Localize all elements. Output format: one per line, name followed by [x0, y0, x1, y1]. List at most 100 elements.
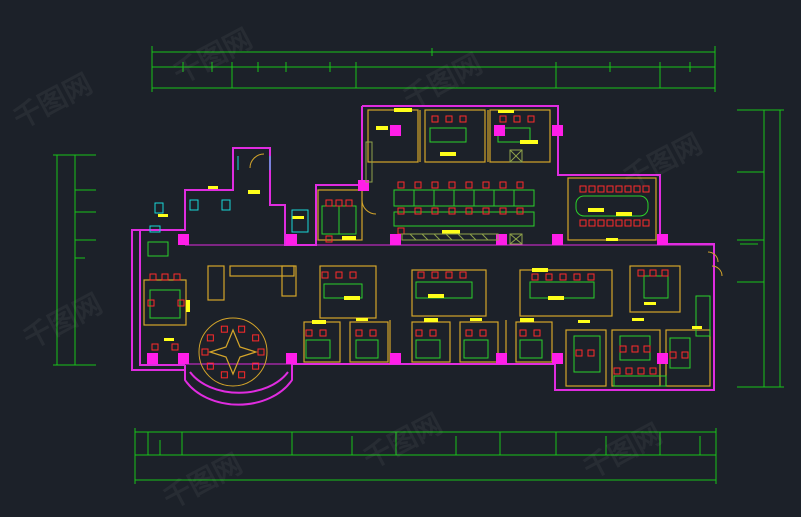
chair — [335, 199, 343, 207]
chair — [465, 329, 473, 337]
chair — [201, 348, 209, 356]
chair — [637, 367, 645, 375]
chair — [637, 269, 645, 277]
chair — [149, 273, 157, 281]
chair — [414, 207, 422, 215]
chair — [625, 367, 633, 375]
chair — [220, 371, 228, 379]
chair — [257, 348, 265, 356]
chair — [465, 207, 473, 215]
chair — [624, 219, 632, 227]
chair — [321, 271, 329, 279]
chair — [597, 219, 605, 227]
label-blocks — [158, 108, 702, 341]
chair — [151, 343, 159, 351]
chair — [397, 207, 405, 215]
chair — [613, 367, 621, 375]
chair — [445, 271, 453, 279]
chair — [527, 115, 535, 123]
chair — [325, 199, 333, 207]
chair — [545, 273, 553, 281]
chair — [465, 181, 473, 189]
chair — [649, 367, 657, 375]
chair — [147, 299, 155, 307]
chair — [499, 115, 507, 123]
structural-columns — [147, 125, 668, 364]
chair — [431, 207, 439, 215]
chair — [417, 271, 425, 279]
chair — [206, 334, 214, 342]
chair — [579, 219, 587, 227]
chair — [177, 299, 185, 307]
chair — [319, 329, 327, 337]
chair — [431, 115, 439, 123]
dimension-line-bottom — [134, 428, 717, 484]
chair — [397, 227, 405, 235]
chair — [669, 351, 677, 359]
chairs — [147, 115, 689, 379]
chair — [615, 185, 623, 193]
dimension-line-left — [53, 154, 96, 366]
chair — [238, 325, 246, 333]
chair — [431, 271, 439, 279]
chair — [482, 181, 490, 189]
chair — [220, 325, 228, 333]
chair — [479, 329, 487, 337]
dimension-line-right — [737, 109, 784, 388]
chair — [573, 273, 581, 281]
chair — [519, 329, 527, 337]
chair — [624, 185, 632, 193]
chair — [238, 371, 246, 379]
chair — [429, 329, 437, 337]
chair — [171, 343, 179, 351]
chair — [513, 115, 521, 123]
chair — [587, 273, 595, 281]
chair — [349, 271, 357, 279]
chair — [588, 219, 596, 227]
chair — [619, 345, 627, 353]
chair — [643, 345, 651, 353]
restroom-fixtures — [149, 156, 309, 233]
chair — [369, 329, 377, 337]
chair — [597, 185, 605, 193]
chair — [661, 269, 669, 277]
building-outline — [131, 105, 715, 406]
chair — [173, 273, 181, 281]
chair — [206, 362, 214, 370]
storage-shelving — [365, 141, 523, 245]
chair — [615, 219, 623, 227]
chair — [559, 273, 567, 281]
chair — [631, 345, 639, 353]
chair — [516, 181, 524, 189]
chair — [325, 235, 333, 243]
chair — [499, 207, 507, 215]
chair — [587, 349, 595, 357]
interior-partitions — [143, 109, 711, 387]
chair — [431, 181, 439, 189]
chair — [606, 185, 614, 193]
chair — [161, 273, 169, 281]
chair — [642, 219, 650, 227]
chair — [448, 181, 456, 189]
chair — [633, 185, 641, 193]
chair — [633, 219, 641, 227]
chair — [575, 349, 583, 357]
desks — [147, 127, 711, 387]
chair — [649, 269, 657, 277]
chair — [588, 185, 596, 193]
dimension-line-top — [151, 46, 716, 92]
round-conference-area — [198, 317, 268, 387]
chair — [533, 329, 541, 337]
chair — [606, 219, 614, 227]
chair — [335, 271, 343, 279]
chair — [531, 273, 539, 281]
chair — [642, 185, 650, 193]
chair — [459, 115, 467, 123]
chair — [415, 329, 423, 337]
chair — [345, 199, 353, 207]
chair — [305, 329, 313, 337]
chair — [579, 185, 587, 193]
chair — [516, 207, 524, 215]
chair — [414, 181, 422, 189]
